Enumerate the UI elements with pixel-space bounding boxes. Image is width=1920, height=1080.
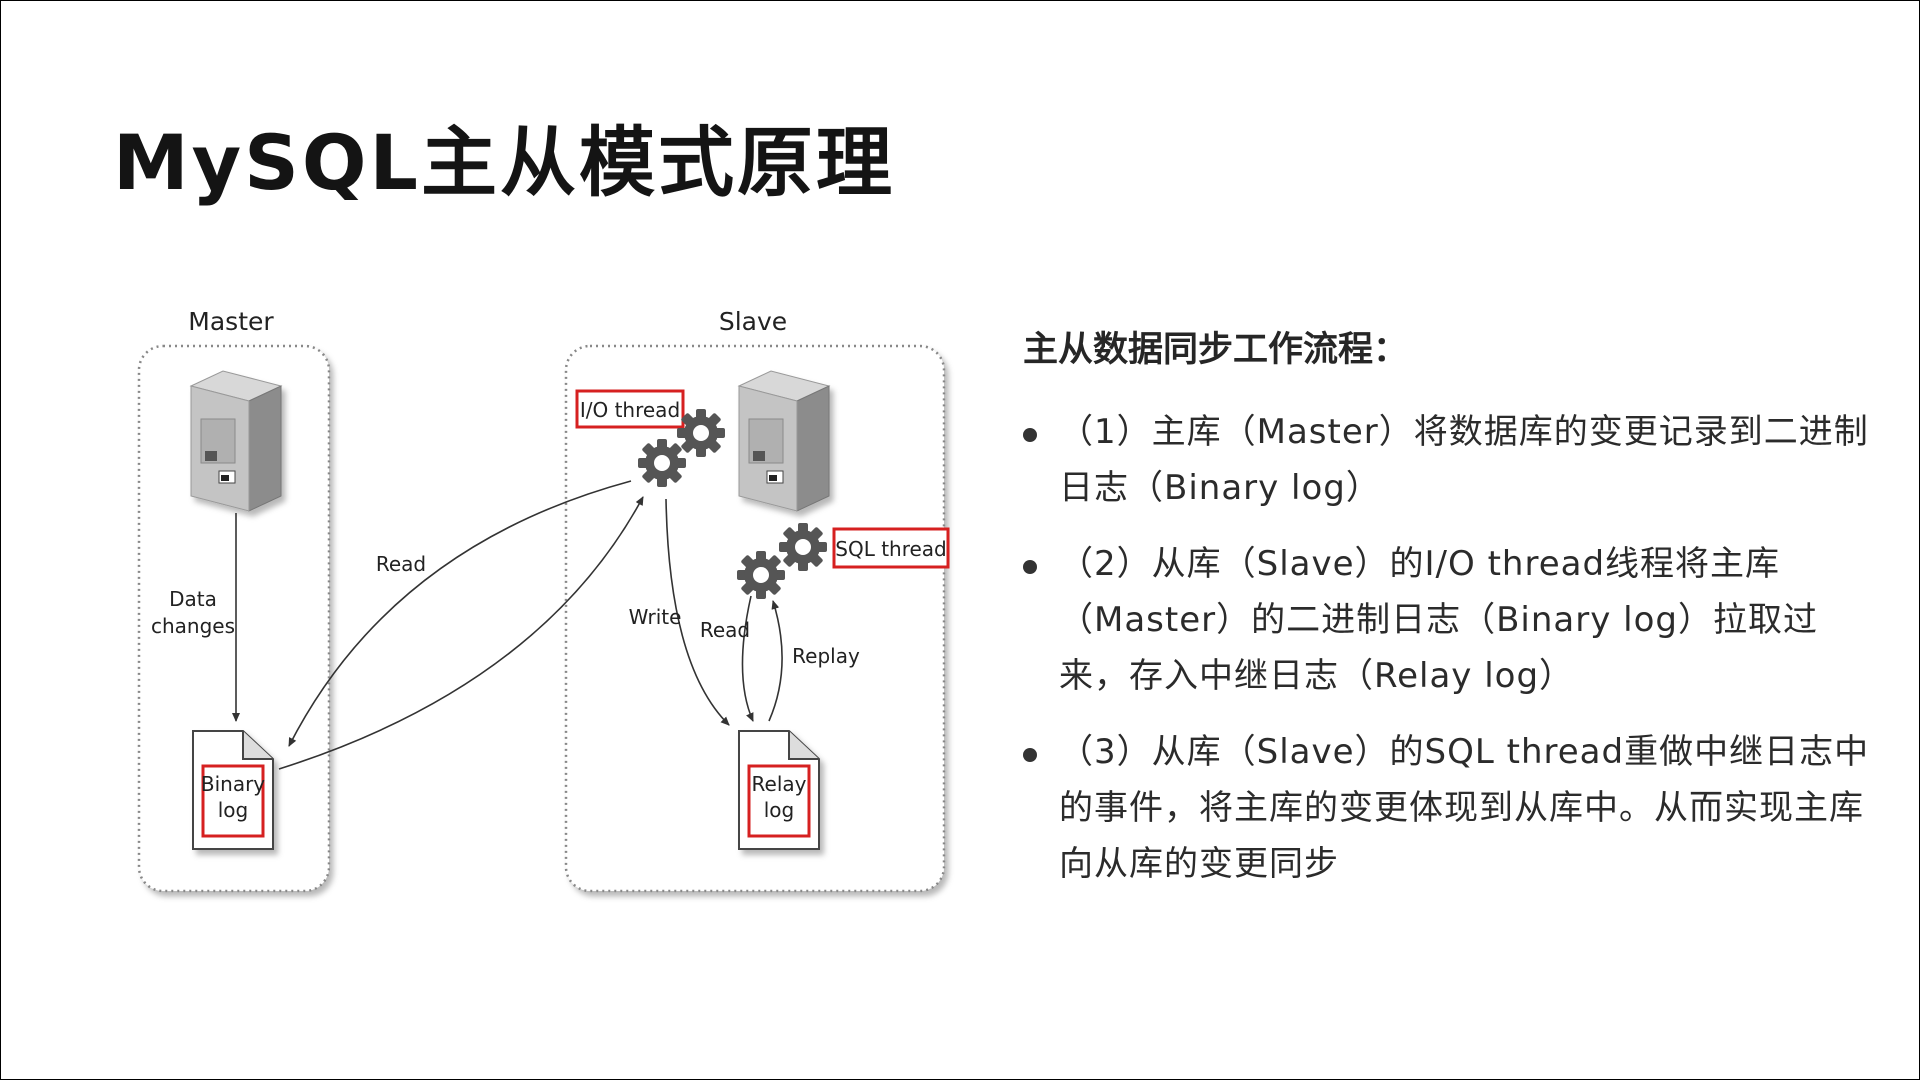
workflow-step-3: （3）从库（Slave）的SQL thread重做中继日志中的事件，将主库的变更… [1023, 724, 1873, 892]
sql-thread-label: SQL thread [835, 537, 947, 561]
binary-log-box [201, 764, 265, 838]
bullet-icon [1023, 560, 1037, 574]
relay-log-document-icon [738, 730, 820, 850]
binary-log-line2: log [218, 798, 249, 822]
binary-log-document-icon [192, 730, 274, 850]
slave-read-arrow [741, 595, 754, 722]
replication-diagram-svg: Master Slave [137, 307, 950, 893]
workflow-step-3-text: （3）从库（Slave）的SQL thread重做中继日志中的事件，将主库的变更… [1059, 732, 1870, 884]
io-thread-label: I/O thread [580, 398, 680, 422]
write-arrow [665, 498, 730, 726]
write-label: Write [629, 605, 682, 629]
workflow-panel: 主从数据同步工作流程： （1）主库（Master）将数据库的变更记录到二进制日志… [1023, 321, 1873, 912]
relay-log-box [747, 764, 811, 838]
workflow-heading: 主从数据同步工作流程： [1023, 330, 1409, 370]
slide-title: MySQL主从模式原理 [113, 118, 895, 207]
relay-log-line2: log [764, 798, 795, 822]
slave-server-icon [737, 370, 831, 512]
replay-arrow [768, 600, 783, 722]
slave-read-label: Read [700, 618, 750, 642]
read-label: Read [376, 552, 426, 576]
workflow-step-2-text: （2）从库（Slave）的I/O thread线程将主库（Master）的二进制… [1059, 544, 1819, 696]
master-label: Master [188, 307, 274, 336]
sql-thread-gear-icon [737, 523, 827, 599]
workflow-step-1: （1）主库（Master）将数据库的变更记录到二进制日志（Binary log） [1023, 404, 1873, 516]
data-changes-label-line1: Data [169, 587, 217, 611]
read-response-arrow [278, 496, 644, 770]
io-thread-box [575, 389, 685, 429]
data-changes-label-line2: changes [151, 614, 235, 638]
slave-label: Slave [719, 307, 787, 336]
replay-label: Replay [792, 644, 860, 668]
workflow-step-2: （2）从库（Slave）的I/O thread线程将主库（Master）的二进制… [1023, 536, 1873, 704]
workflow-steps: （1）主库（Master）将数据库的变更记录到二进制日志（Binary log）… [1023, 404, 1873, 892]
io-thread-gear-icon [638, 409, 725, 487]
master-server-icon [189, 370, 283, 512]
bullet-icon [1023, 748, 1037, 762]
read-request-arrow [288, 480, 632, 747]
sql-thread-box [832, 527, 950, 569]
workflow-step-1-text: （1）主库（Master）将数据库的变更记录到二进制日志（Binary log） [1059, 412, 1869, 508]
bullet-icon [1023, 428, 1037, 442]
replication-diagram: Master Slave [121, 291, 971, 931]
binary-log-line1: Binary [201, 772, 265, 796]
relay-log-line1: Relay [752, 772, 807, 796]
